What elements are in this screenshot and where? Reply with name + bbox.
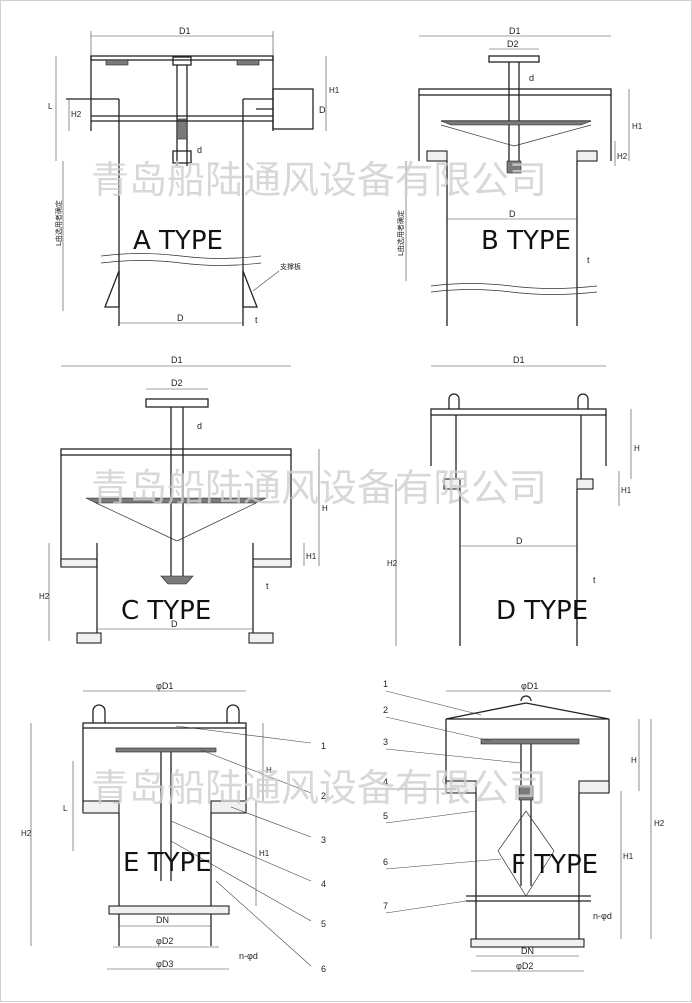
b-dim-h2: H2 <box>617 152 628 161</box>
d-dim-h2: H2 <box>387 559 398 568</box>
e-callout-4: 4 <box>321 879 326 889</box>
e-callout-2: 2 <box>321 791 326 801</box>
c-dim-h2: H2 <box>39 592 50 601</box>
c-dim-d-pipe: D <box>171 619 178 629</box>
f-callout-6: 6 <box>383 857 388 867</box>
b-dim-d: d <box>529 73 534 83</box>
d-dim-h1: H1 <box>621 486 632 495</box>
type-b-drawing: D1 D2 d D t H1 H2 L由选用者确定 B TYPE <box>396 26 643 326</box>
f-dim-phid1: φD1 <box>521 681 538 691</box>
c-type-title: C TYPE <box>121 596 211 626</box>
d-dim-d1: D1 <box>513 355 525 365</box>
f-callout-3: 3 <box>383 737 388 747</box>
f-dim-h1: H1 <box>623 852 634 861</box>
f-callout-5: 5 <box>383 811 388 821</box>
c-dim-d1: D1 <box>171 355 183 365</box>
c-dim-d: d <box>197 421 202 431</box>
e-dim-h2: H2 <box>21 829 32 838</box>
a-dim-d1: D1 <box>179 26 191 36</box>
a-dim-h1: H1 <box>329 86 340 95</box>
b-dim-d1: D1 <box>509 26 521 36</box>
c-dim-h1: H1 <box>306 552 317 561</box>
a-dim-l: L <box>48 102 53 111</box>
f-callout-4: 4 <box>383 777 388 787</box>
f-callout-2: 2 <box>383 705 388 715</box>
d-type-title: D TYPE <box>496 596 588 626</box>
b-type-title: B TYPE <box>481 226 571 256</box>
e-type-title: E TYPE <box>123 848 212 878</box>
f-dim-h: H <box>631 756 637 765</box>
b-dim-d2: D2 <box>507 39 519 49</box>
c-dim-t: t <box>266 581 269 591</box>
f-dim-phid2: φD2 <box>516 961 533 971</box>
a-dim-d-motor: D <box>319 105 326 115</box>
watermark-middle: 青岛船陆通风设备有限公司 <box>91 466 547 510</box>
e-callout-1: 1 <box>321 741 326 751</box>
a-dim-d: d <box>197 145 202 155</box>
b-dim-h1: H1 <box>632 122 643 131</box>
b-dim-d-pipe: D <box>509 209 516 219</box>
e-dim-l: L <box>63 804 68 813</box>
e-callout-5: 5 <box>321 919 326 929</box>
f-callout-7: 7 <box>383 901 388 911</box>
a-type-title: A TYPE <box>133 226 223 256</box>
d-dim-h: H <box>634 444 640 453</box>
f-dim-dn: DN <box>521 946 534 956</box>
d-dim-d-pipe: D <box>516 536 523 546</box>
watermark-top: 青岛船陆通风设备有限公司 <box>91 158 547 202</box>
e-dim-phid2: φD2 <box>156 936 173 946</box>
type-c-drawing: D1 D2 d D t H H1 H2 C TYPE <box>39 355 328 644</box>
a-note-length: L由选用者确定 <box>54 200 63 246</box>
b-dim-t: t <box>587 255 590 265</box>
type-d-drawing: D1 D t H H1 H2 D TYPE <box>387 355 640 646</box>
f-callout-1: 1 <box>383 679 388 689</box>
e-callout-3: 3 <box>321 835 326 845</box>
e-dim-phid1: φD1 <box>156 681 173 691</box>
e-dim-h1: H1 <box>259 849 270 858</box>
d-dim-t: t <box>593 575 596 585</box>
f-dim-h2: H2 <box>654 819 665 828</box>
c-dim-h: H <box>322 504 328 513</box>
watermark-bottom: 青岛船陆通风设备有限公司 <box>91 766 547 810</box>
type-e-drawing: φD1 DN φD2 φD3 n-φd H2 L H H1 1 2 <box>21 681 326 974</box>
e-dim-phid3: φD3 <box>156 959 173 969</box>
a-note-support-plate: 支撑板 <box>280 262 301 271</box>
c-dim-d2: D2 <box>171 378 183 388</box>
type-a-drawing: D1 d D 支撑板 D t <box>48 26 340 326</box>
f-dim-nphid: n-φd <box>593 911 612 921</box>
e-callout-6: 6 <box>321 964 326 974</box>
a-dim-d-bottom: D <box>177 313 184 323</box>
a-dim-h2: H2 <box>71 110 82 119</box>
b-note-length: L由选用者确定 <box>396 210 405 256</box>
e-dim-h: H <box>266 766 272 775</box>
f-type-title: F TYPE <box>511 850 598 880</box>
e-dim-dn: DN <box>156 915 169 925</box>
a-dim-t: t <box>255 315 258 325</box>
type-f-drawing: φD1 DN φD2 n-φd H2 H H1 1 2 <box>383 679 665 972</box>
e-dim-nphid: n-φd <box>239 951 258 961</box>
